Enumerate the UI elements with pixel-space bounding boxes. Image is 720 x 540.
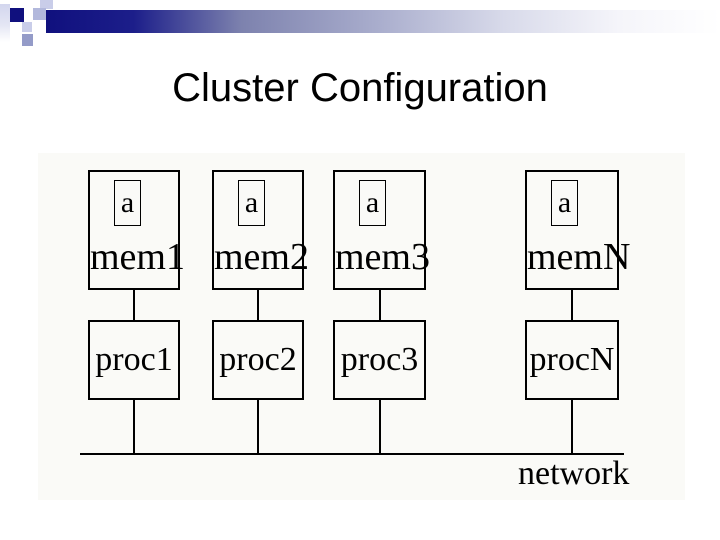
slide-title: Cluster Configuration <box>172 66 548 110</box>
mem-proc-connector <box>378 290 381 320</box>
memory-label: mem1 <box>90 236 185 278</box>
memory-box: a memN <box>525 170 631 290</box>
proc-network-connector <box>378 400 381 453</box>
gradient-bar <box>46 10 720 33</box>
processor-label: proc1 <box>95 341 173 378</box>
decorative-square <box>40 0 53 9</box>
decorative-square <box>22 22 32 32</box>
mem-proc-connector <box>571 290 573 320</box>
proc-network-connector <box>571 400 573 453</box>
network-label: network <box>518 455 630 492</box>
proc-network-connector <box>257 400 259 453</box>
cache-box: a <box>114 180 141 226</box>
proc-network-connector <box>133 400 135 453</box>
cache-box: a <box>551 180 578 226</box>
processor-box: procN <box>525 320 619 400</box>
network-bus-line <box>80 453 624 455</box>
memory-box: a mem1 <box>88 170 185 290</box>
decorative-square <box>33 8 46 20</box>
cache-label: a <box>365 186 380 219</box>
processor-box: proc3 <box>333 320 426 400</box>
cache-label: a <box>120 186 135 219</box>
mem-proc-connector <box>257 290 259 320</box>
memory-box: a mem3 <box>333 170 430 290</box>
processor-box: proc1 <box>88 320 180 400</box>
memory-label: mem3 <box>335 236 430 278</box>
processor-box: proc2 <box>212 320 304 400</box>
memory-box: a mem2 <box>212 170 309 290</box>
cache-label: a <box>557 186 572 219</box>
mem-proc-connector <box>133 290 135 320</box>
cache-box: a <box>238 180 265 226</box>
processor-label: proc3 <box>340 341 419 378</box>
memory-label: mem2 <box>214 236 309 278</box>
processor-label: proc2 <box>219 341 297 378</box>
decorative-square <box>22 34 33 46</box>
processor-label: procN <box>529 341 615 378</box>
cluster-node-column: a memN procN <box>525 170 631 453</box>
cluster-node-column: a mem1 proc1 <box>88 170 185 453</box>
cluster-node-column: a mem3 proc3 <box>333 170 430 453</box>
decorative-square-navy <box>10 8 24 22</box>
cache-label: a <box>244 186 259 219</box>
cluster-diagram: a mem1 proc1 a mem2 proc2 <box>38 153 685 500</box>
decorative-strip <box>0 4 10 42</box>
cluster-node-column: a mem2 proc2 <box>212 170 309 453</box>
cache-box: a <box>359 180 386 226</box>
memory-label: memN <box>527 236 631 278</box>
